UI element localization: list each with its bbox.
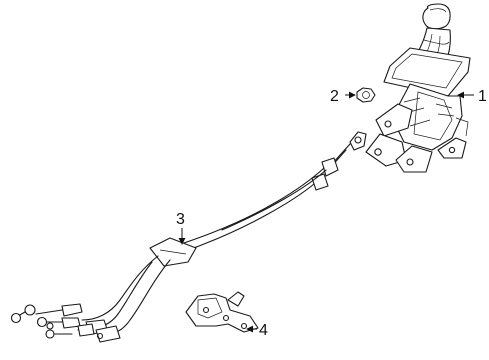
callout-label: 3	[176, 211, 185, 228]
callout-3: 3	[176, 211, 186, 245]
shift-cable-assembly	[10, 131, 367, 343]
shifter-assembly	[365, 3, 471, 173]
callout-1: 1	[457, 88, 487, 105]
callout-label: 1	[478, 88, 487, 105]
callout-label: 2	[330, 88, 339, 105]
nut	[356, 87, 376, 103]
callout-label: 4	[259, 322, 268, 339]
callout-4: 4	[246, 322, 268, 339]
callout-2: 2	[330, 88, 356, 105]
cable-bracket	[185, 291, 259, 333]
